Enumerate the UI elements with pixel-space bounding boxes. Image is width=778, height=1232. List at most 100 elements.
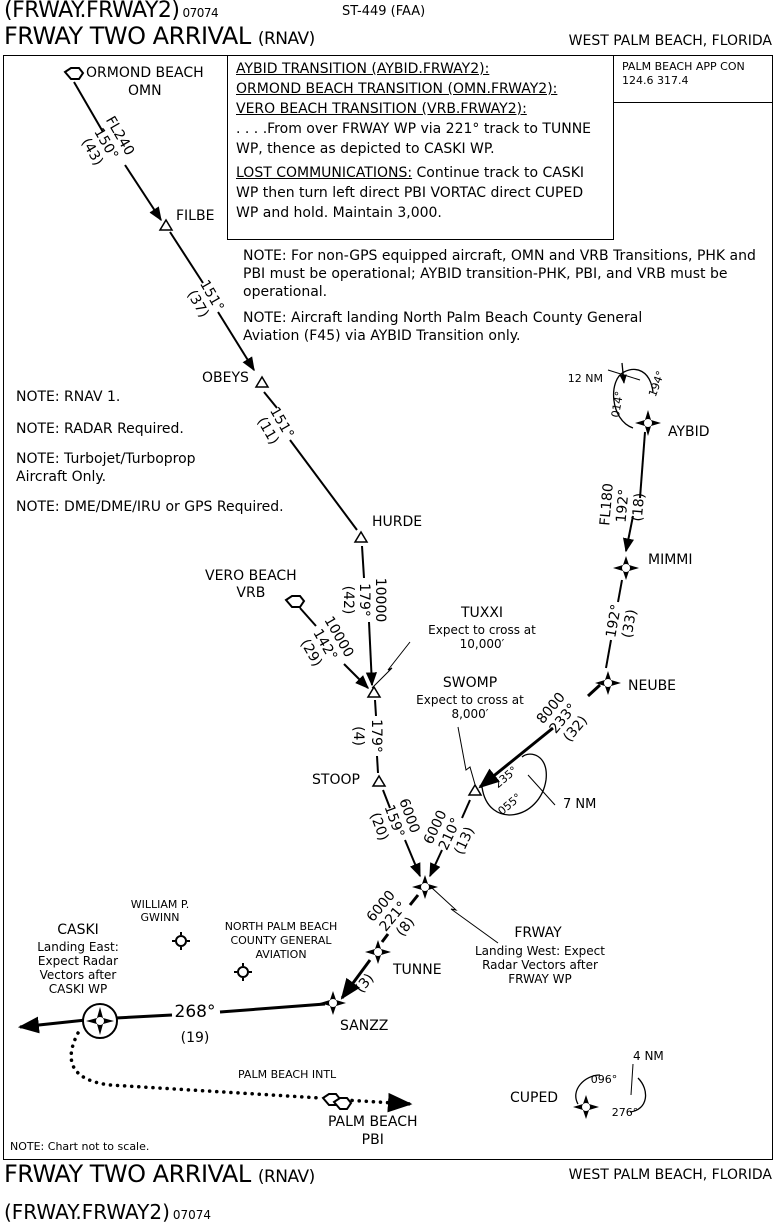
leg-omn-filbe-a [73, 81, 104, 133]
leg-neube-swomp-a [586, 683, 602, 698]
gwinn-label: WILLIAM P. GWINN [130, 898, 190, 924]
omn-id: OMN [128, 83, 162, 99]
label-stoop-frway: 6000 159° (20) [366, 796, 422, 843]
aybid-mimmi-course: 192° [614, 488, 633, 523]
leg-vrb-tuxxi-b [343, 663, 369, 689]
obeys-waypoint-icon [254, 375, 270, 388]
stoop-waypoint-icon [371, 774, 387, 787]
leg-mimmi-neube-b [605, 639, 612, 669]
approach-control-name: PALM BEACH APP CON [622, 60, 745, 73]
filbe-waypoint-icon [158, 218, 174, 231]
procedure-id-text: (FRWAY.FRWAY2) [4, 0, 180, 23]
mimmi-neube-dist: (33) [619, 608, 640, 639]
leg-aybid-mimmi-a [639, 431, 646, 499]
lost-comm-label: LOST COMMUNICATIONS: [236, 165, 413, 181]
note-turbojet: NOTE: Turbojet/Turboprop Aircraft Only. [16, 451, 196, 485]
callout-frway [431, 887, 499, 944]
note-dme: NOTE: DME/DME/IRU or GPS Required. [16, 499, 284, 515]
mimmi-label: MIMMI [648, 552, 693, 568]
aybid-label: AYBID [668, 424, 710, 440]
footer-title-text: FRWAY TWO ARRIVAL [4, 1160, 251, 1188]
pbi-vortac-icon [332, 1097, 353, 1110]
swomp-hold-inbound: 235° [491, 764, 520, 791]
approach-control-frequencies: 124.6 317.4 [622, 74, 689, 87]
vector-pbi-east [343, 1092, 413, 1113]
obeys-label: OBEYS [202, 370, 249, 386]
transition-description: . . . .From over FRWAY WP via 221° track… [236, 121, 592, 157]
swomp-hold-leg: 7 NM [563, 797, 596, 812]
tuxxi-note: Expect to cross at 10,000′ [428, 623, 536, 651]
hold-aybid-arrow [619, 362, 627, 384]
vrb-vortac-icon [284, 595, 306, 608]
vrb-label: VERO BEACH VRB [205, 568, 297, 602]
note-radar: NOTE: RADAR Required. [16, 421, 184, 437]
cuped-label: CUPED [510, 1090, 559, 1106]
swomp-note: Expect to cross at 8,000′ [416, 693, 524, 721]
sanzz-label: SANZZ [340, 1018, 389, 1034]
tuxxi-stoop-dist: (4) [350, 726, 366, 746]
chart-title-text: FRWAY TWO ARRIVAL [4, 22, 251, 50]
leg-omn-filbe-b [124, 164, 162, 222]
tuxxi-stoop-course: 179° [368, 719, 384, 753]
leg-tuxxi-stoop-b [376, 755, 379, 774]
mimmi-neube-course: 192° [603, 603, 625, 639]
aybid-hold-inbound: 194° [646, 369, 667, 398]
footer-procedure-id-text: (FRWAY.FRWAY2) [4, 1200, 170, 1224]
callout-swomp [457, 726, 477, 789]
hold-cuped-leg-mark [630, 1063, 634, 1096]
leg-stoop-frway-b [404, 839, 421, 878]
omn-vortac-icon [63, 67, 85, 80]
sanzz-caski-dist: (19) [181, 1030, 210, 1046]
pbi-intl-label: PALM BEACH INTL [238, 1068, 337, 1081]
tunne-label: TUNNE [393, 962, 442, 978]
cuped-hold-outbound: 276° [612, 1106, 639, 1119]
footer-procedure-id: (FRWAY.FRWAY2)07074 [4, 1200, 211, 1224]
filbe-label: FILBE [176, 208, 215, 224]
label-tuxxi-stoop: 179° (4) [350, 719, 384, 753]
leg-stoop-frway-a [382, 789, 391, 809]
transitions-box: AYBID TRANSITION (AYBID.FRWAY2): ORMOND … [227, 55, 614, 240]
approach-control: PALM BEACH APP CON 124.6 317.4 [613, 55, 773, 103]
label-hurde-tuxxi: 10000 179° (42) [340, 578, 388, 623]
footer-city: WEST PALM BEACH, FLORIDA [568, 1167, 772, 1183]
flyby-centers [96, 419, 652, 1111]
aybid-hold-leg: 12 NM [568, 372, 603, 385]
f45-label: NORTH PALM BEACH COUNTY GENERAL AVIATION [224, 920, 338, 961]
note-scale: NOTE: Chart not to scale. [10, 1140, 150, 1153]
leg-caski-outbound [17, 1016, 87, 1034]
footer-amendment: 07074 [172, 1208, 212, 1222]
leg-aybid-mimmi-b [622, 515, 634, 553]
tunne-sanzz-dist: (3) [352, 971, 377, 996]
hold-swomp [481, 753, 547, 816]
label-swomp-frway: 6000 210° (13) [421, 808, 478, 857]
leg-mimmi-neube-a [617, 579, 623, 603]
frway-label: FRWAY [514, 925, 562, 941]
leg-hurde-tuxxi-a [361, 545, 365, 579]
hold-cuped [575, 1074, 647, 1113]
stoop-label: STOOP [312, 772, 360, 788]
pbi-id: PBI [361, 1132, 384, 1148]
leg-tuxxi-stoop-a [374, 699, 377, 717]
cuped-hold-inbound: 096° [591, 1073, 618, 1086]
transition-vrb: VERO BEACH TRANSITION (VRB.FRWAY2): [236, 101, 527, 117]
hurde-label: HURDE [372, 514, 423, 530]
neube-label: NEUBE [628, 678, 677, 694]
tuxxi-waypoint-icon [366, 685, 382, 698]
note-f45: NOTE: Aircraft landing North Palm Beach … [243, 310, 643, 344]
hold-swomp-leg-mark [527, 774, 556, 806]
transition-aybid: AYBID TRANSITION (AYBID.FRWAY2): [236, 61, 490, 77]
label-mimmi-neube: 192° (33) [603, 603, 640, 639]
caski-note: Landing East: Expect Radar Vectors after… [37, 940, 119, 996]
omn-name: ORMOND BEACH [86, 65, 204, 81]
swomp-waypoint-icon [467, 783, 483, 796]
footer-title-suffix: (RNAV) [257, 1167, 315, 1187]
chart-frame [3, 55, 773, 1160]
leg-filbe-obeys-b [217, 311, 255, 372]
swomp-label: SWOMP [442, 675, 498, 691]
label-filbe-obeys: 151° (37) [183, 277, 226, 320]
hurde-tuxxi-alt: 10000 [372, 578, 388, 623]
leg-neube-swomp-b [478, 726, 554, 789]
procedure-id: (FRWAY.FRWAY2)07074 [4, 0, 219, 23]
omn-label: ORMOND BEACH OMN [86, 64, 204, 100]
